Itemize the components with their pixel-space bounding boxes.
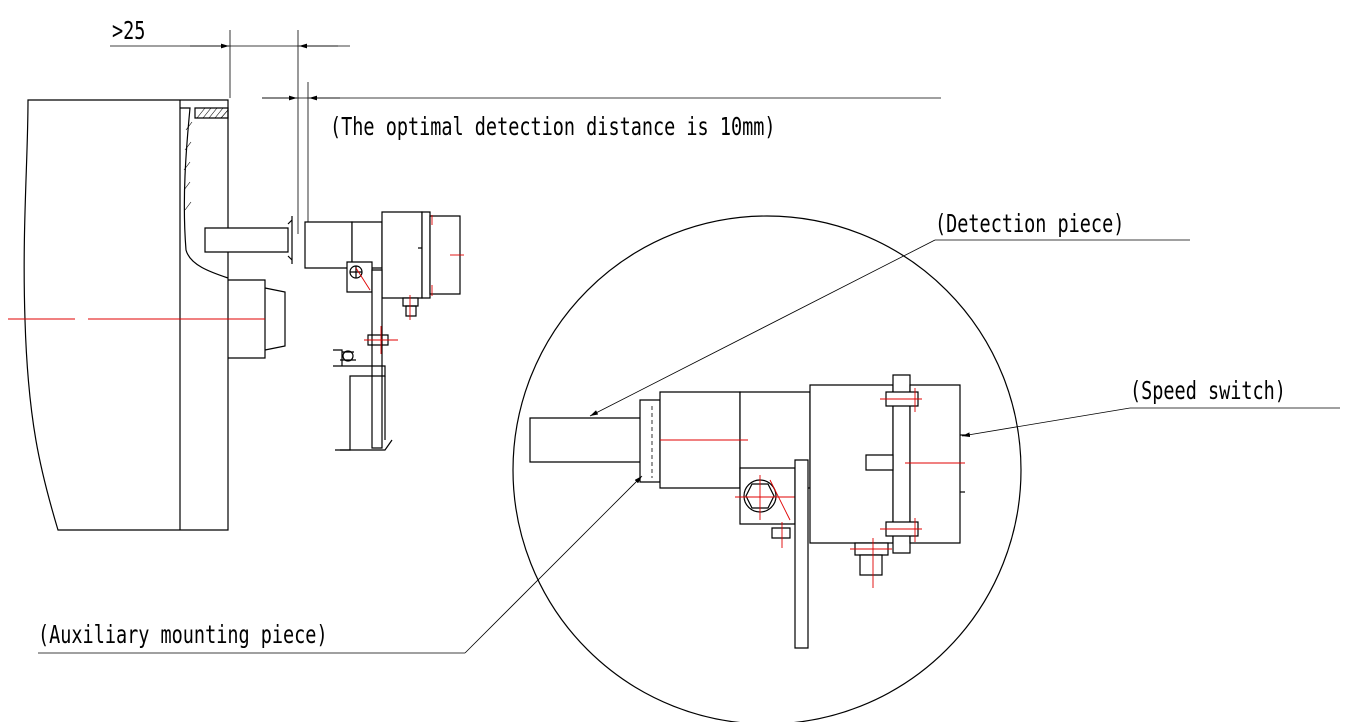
speed-switch-detail — [529, 374, 965, 649]
dimension-lines — [110, 30, 941, 234]
detail-circle — [512, 215, 1022, 722]
auxiliary-mounting-piece-label: (Auxiliary mounting piece) — [38, 620, 328, 649]
speed-switch-small — [304, 211, 464, 451]
speed-switch-label: (Speed switch) — [1130, 376, 1286, 405]
equipment-body — [8, 99, 293, 531]
optimal-distance-label: (The optimal detection distance is 10mm) — [330, 112, 776, 141]
leader-lines — [38, 239, 1340, 654]
detection-piece-label: (Detection piece) — [935, 209, 1125, 238]
dim-25-label: >25 — [112, 16, 146, 45]
